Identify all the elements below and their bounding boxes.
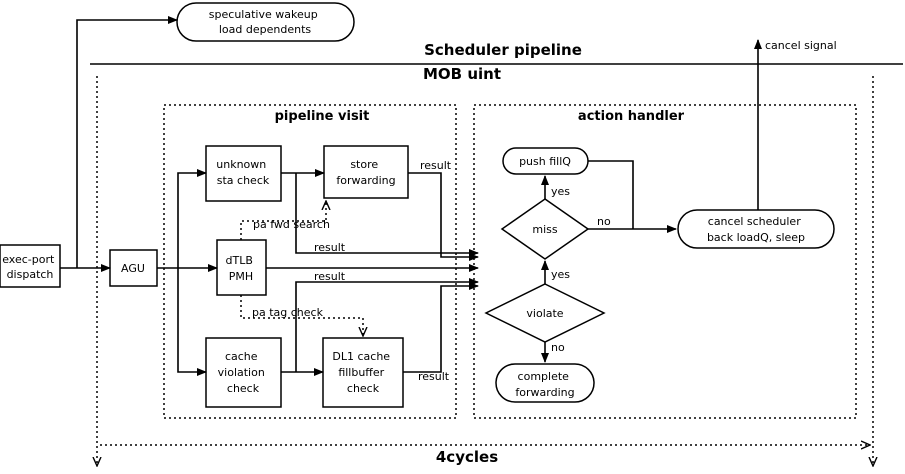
edge-store-result [408,172,479,261]
yes-violate-label: yes [551,268,570,281]
store-result-label: result [420,159,452,172]
dtlb-result-label-1: result [314,241,346,254]
dl1-cache-node [322,337,404,408]
violate-text: violate [526,307,563,320]
cancel-scheduler-node [677,209,835,249]
pipeline-visit-group [163,104,457,419]
pipeline-visit-title: pipeline visit [275,109,370,124]
mob-unit-title: MOB uint [423,65,501,83]
cancel-signal-label: cancel signal [765,39,837,52]
dtlb-result-label-2: result [314,270,346,283]
dtlb-pmh-node [216,239,267,296]
dl1-cache-text: DL1 cache fillbuffer check [332,350,393,395]
edge-pa-fwd-search [240,201,326,240]
action-handler-title: action handler [578,109,685,124]
edge-agu-cache-violation [177,268,207,376]
agu-text: AGU [121,262,145,275]
complete-forwarding-node [495,363,595,403]
store-forwarding-text: store forwarding [336,158,395,187]
edge-unknown-result [295,173,479,257]
yes-miss-label: yes [551,185,570,198]
exec-port-dispatch-node [0,244,61,288]
pa-fwd-search-label: pa fwd search [253,218,330,231]
dl1-result-label: result [418,370,450,383]
speculative-wakeup-text: speculative wakeup load dependents [209,8,321,36]
dtlb-pmh-text: dTLB PMH [226,254,257,283]
edge-fillq-cancel [588,160,634,229]
miss-text: miss [532,223,558,236]
exec-port-dispatch-text: exec-port dispatch [2,253,58,281]
edge-dl1-result [403,282,479,373]
scheduler-pipeline-title: Scheduler pipeline [424,41,582,59]
complete-forwarding-text: complete forwarding [515,370,574,399]
push-fillq-text: push fillQ [519,155,571,168]
cancel-scheduler-text: cancel scheduler back loadQ, sleep [707,215,805,244]
edge-agu-unknown-sta [177,169,207,268]
action-handler-group [473,104,857,419]
no-violate-label: no [551,341,565,354]
edge-violation-result [295,278,479,372]
pa-tag-check-label: pa tag check [252,306,324,319]
edge-pa-tag-check [240,295,363,336]
cycles-label: 4cycles [436,448,498,466]
miss-decision [500,198,590,260]
edge-dispatch-wakeup [76,16,178,268]
no-miss-label: no [597,215,611,228]
store-forwarding-node [323,145,409,199]
unknown-sta-check-node [205,145,282,202]
unknown-sta-check-text: unknown sta check [216,158,270,187]
cache-violation-check-text: cache violation check [218,350,269,395]
